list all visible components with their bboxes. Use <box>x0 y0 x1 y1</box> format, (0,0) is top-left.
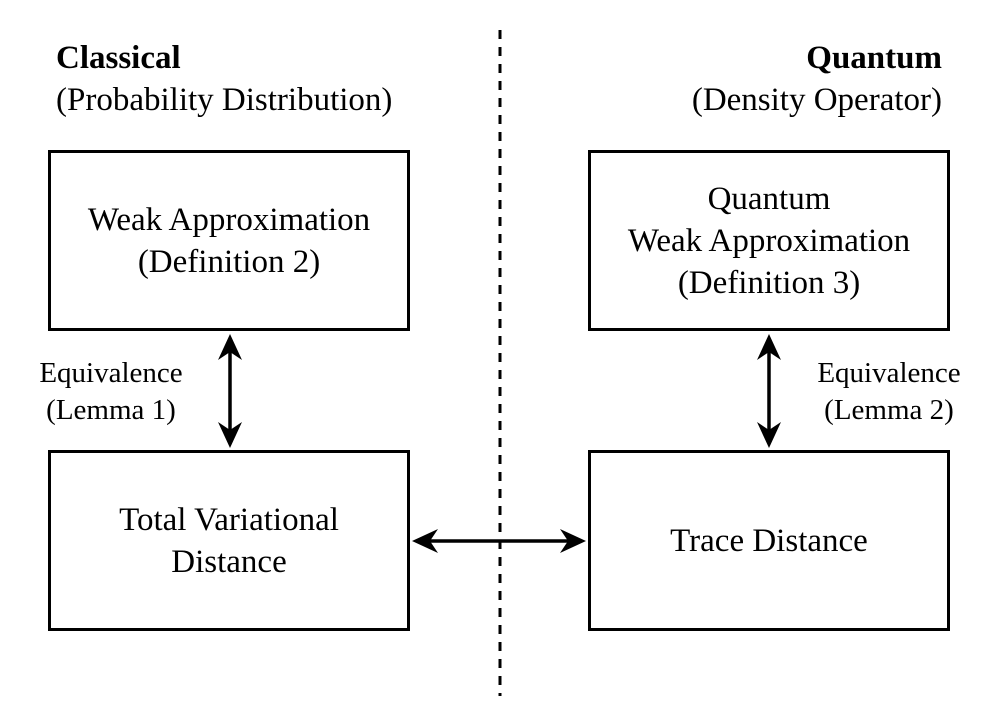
horizontal-arrow <box>412 529 586 553</box>
right-equivalence-label: Equivalence (Lemma 2) <box>806 355 972 429</box>
box-line: (Definition 2) <box>137 243 321 280</box>
box-line: Weak Approximation <box>627 222 911 259</box>
quantum-heading: Quantum (Density Operator) <box>692 37 942 121</box>
quantum-title: Quantum <box>806 40 942 76</box>
classical-heading: Classical (Probability Distribution) <box>56 37 392 121</box>
edge-label-line: Equivalence <box>817 357 961 389</box>
left-equivalence-label: Equivalence (Lemma 1) <box>28 355 194 429</box>
weak-approximation-box: Weak Approximation (Definition 2) <box>48 150 410 331</box>
classical-title: Classical <box>56 40 181 76</box>
box-line: (Definition 3) <box>677 264 861 301</box>
quantum-subtitle: (Density Operator) <box>691 82 942 118</box>
box-line: Trace Distance <box>670 522 868 559</box>
total-variational-distance-box: Total Variational Distance <box>48 450 410 631</box>
box-line: Total Variational <box>119 501 339 538</box>
trace-distance-box: Trace Distance <box>588 450 950 631</box>
box-line: Distance <box>171 543 287 580</box>
quantum-weak-approximation-box: Quantum Weak Approximation (Definition 3… <box>588 150 950 331</box>
box-line: Quantum <box>707 180 831 217</box>
right-vertical-arrow <box>757 334 781 448</box>
left-vertical-arrow <box>218 334 242 448</box>
box-line: Weak Approximation <box>87 201 371 238</box>
edge-label-line: (Lemma 2) <box>824 394 954 426</box>
edge-label-line: (Lemma 1) <box>46 394 176 426</box>
classical-subtitle: (Probability Distribution) <box>56 82 393 118</box>
edge-label-line: Equivalence <box>39 357 183 389</box>
